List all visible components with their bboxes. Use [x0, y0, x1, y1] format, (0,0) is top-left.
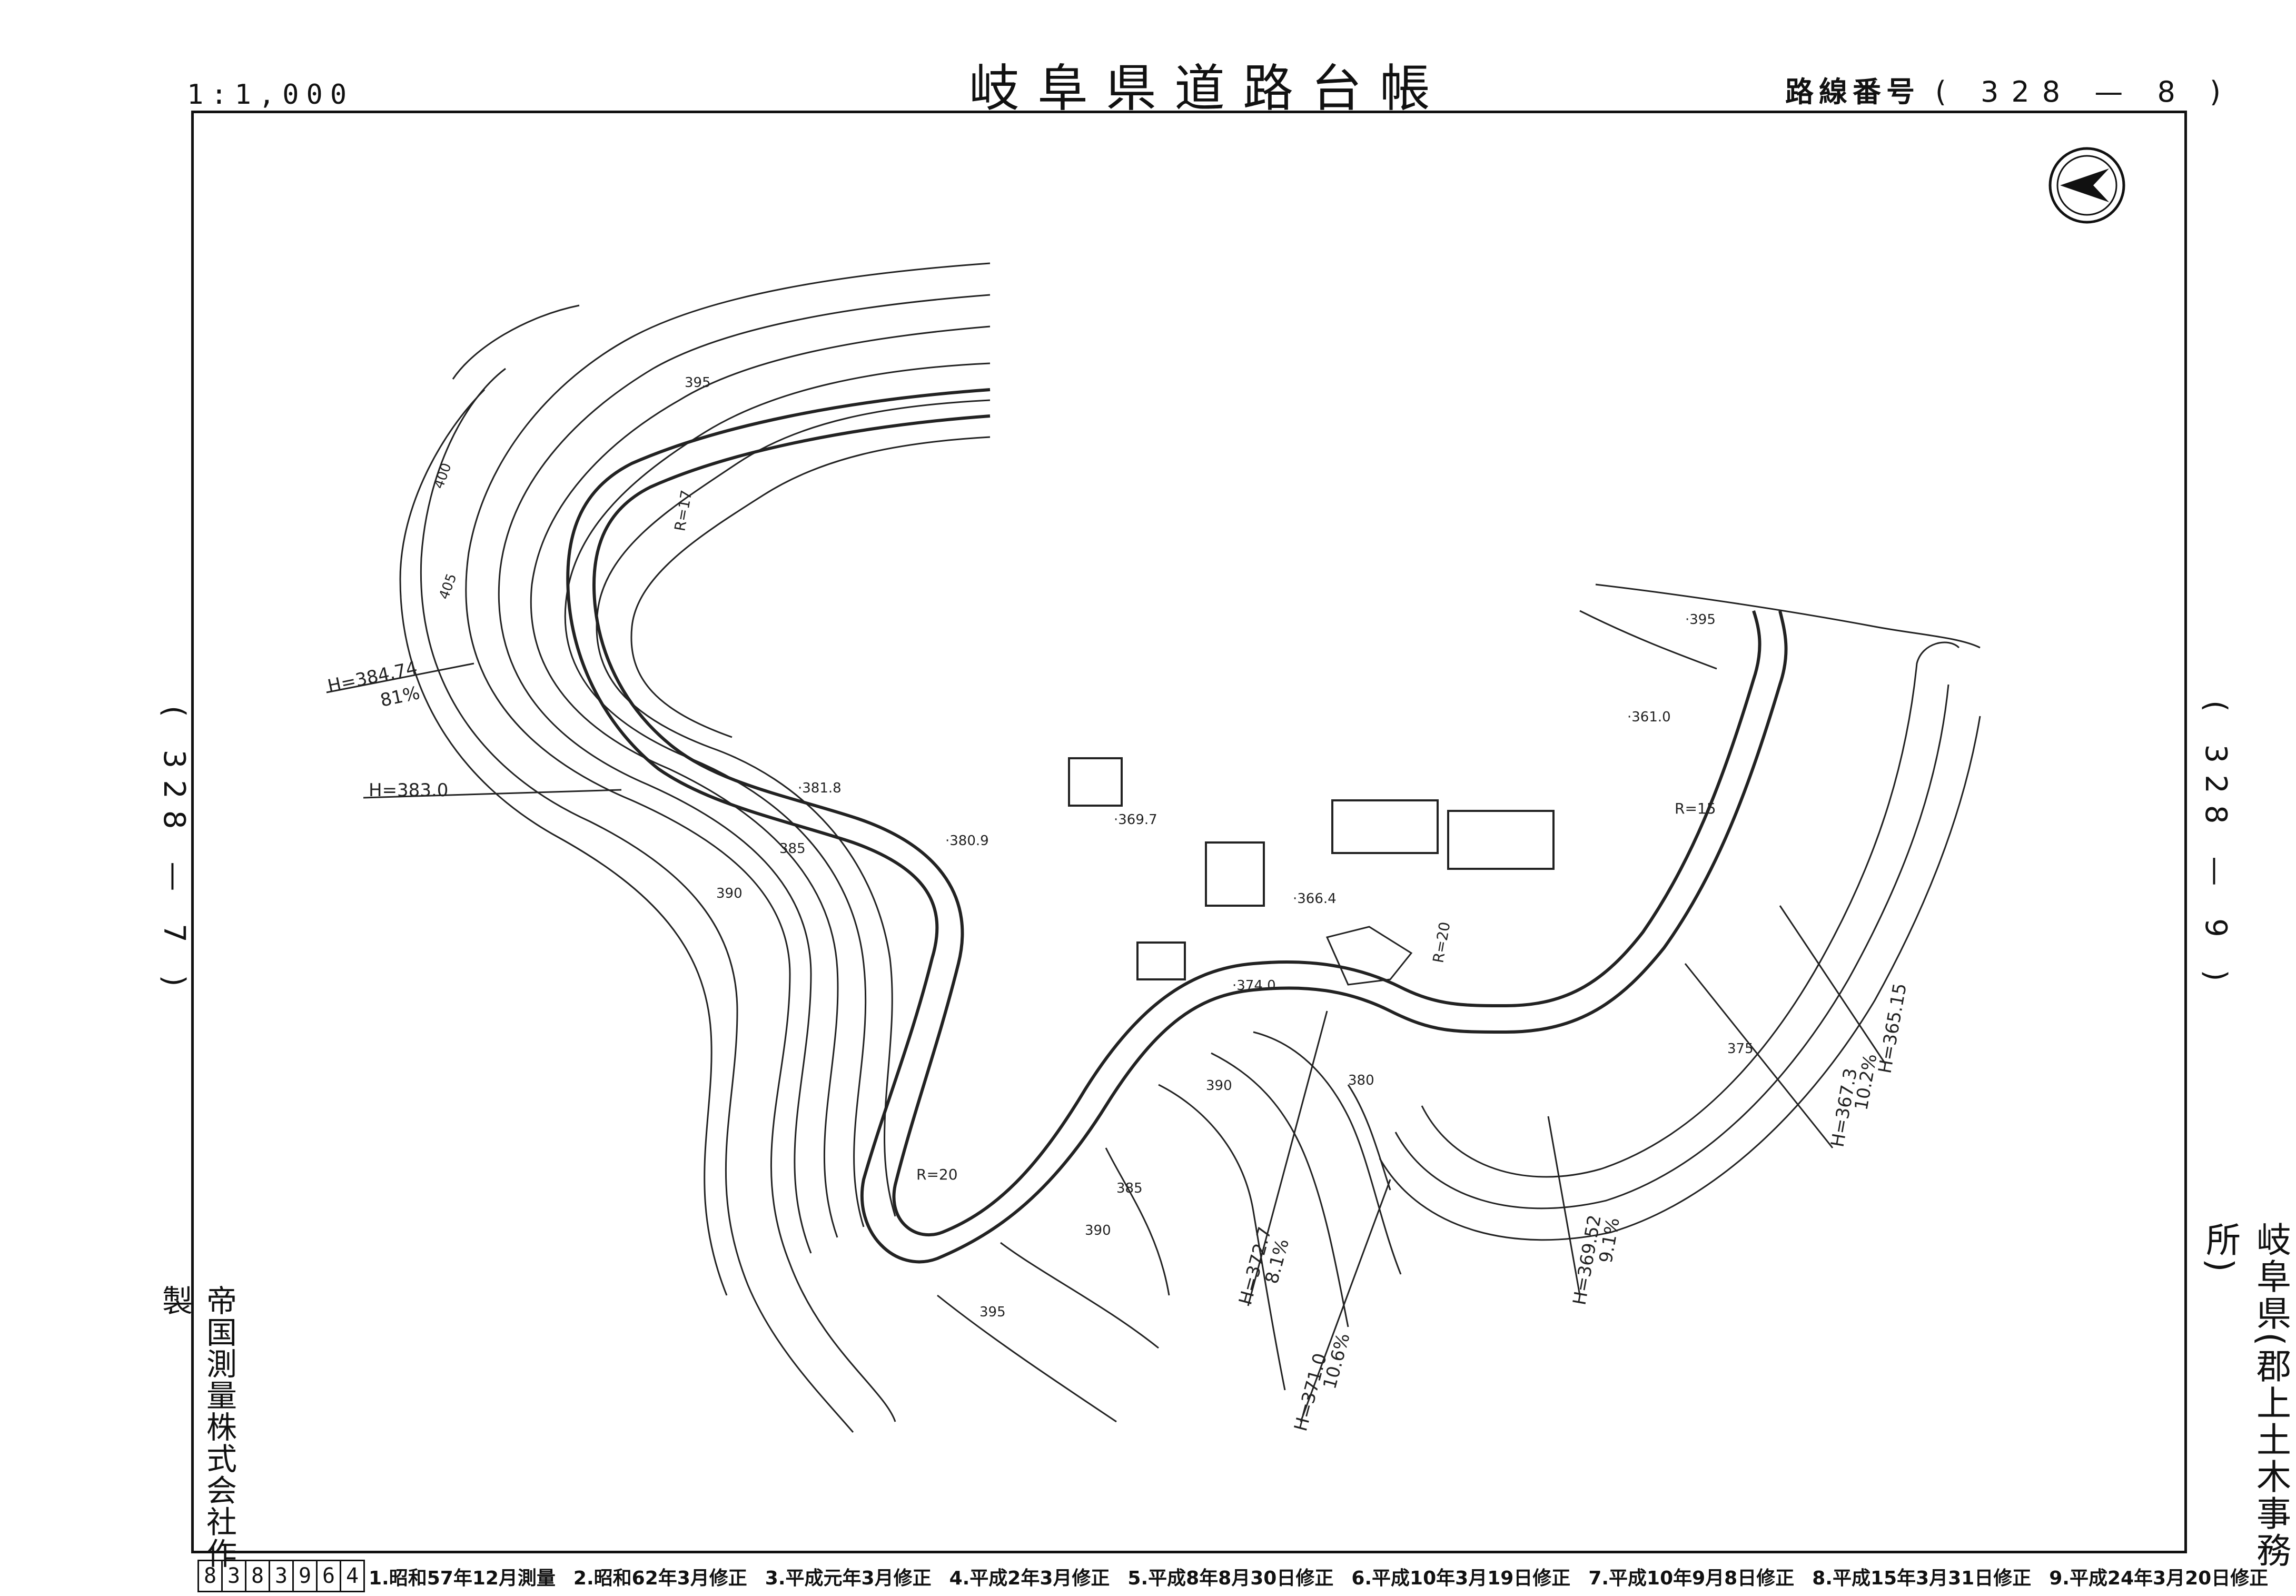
revision-history: 1.昭和57年12月測量 2.昭和62年3月修正 3.平成元年3月修正 4.平成… [369, 1563, 2268, 1590]
company-name: 帝国測量株式会社作製 [157, 1285, 237, 1569]
spot-height: ·369.7 [1114, 812, 1157, 828]
curve-label: R=15 [1675, 800, 1716, 817]
map-frame [191, 111, 2187, 1553]
revision-entry: 5.平成8年8月30日修正 [1127, 1568, 1334, 1589]
contour-label: 375 [1727, 1041, 1754, 1057]
contour-label: 405 [436, 571, 460, 601]
contour-label: 395 [979, 1304, 1006, 1320]
revision-entry: 4.平成2年3月修正 [949, 1568, 1110, 1589]
grade-label: 81% [379, 682, 422, 711]
adjacent-sheet-right: ( 328 — 9 ) [2199, 700, 2233, 993]
revision-entry: 3.平成元年3月修正 [765, 1568, 932, 1589]
curve-label: R=20 [1429, 920, 1453, 964]
elevation-label: H=365.15 [1874, 982, 1911, 1075]
contour-label: 380 [1348, 1073, 1374, 1088]
contour-label: 400 [431, 461, 454, 491]
reference-digit: 3 [223, 1561, 246, 1591]
reference-digit: 8 [246, 1561, 270, 1591]
contour-label: 395 [685, 375, 711, 391]
revision-entry: 1.昭和57年12月測量 [369, 1568, 556, 1589]
contour-label: 390 [1085, 1223, 1111, 1238]
contour-label: 390 [1206, 1078, 1232, 1094]
spot-height: ·395 [1685, 612, 1716, 628]
route-number: 路線番号 ( 328 — 8 ) [1785, 68, 2233, 110]
spot-height: ·361.0 [1627, 709, 1671, 725]
curve-label: R=20 [916, 1166, 958, 1183]
reference-digit: 3 [270, 1561, 294, 1591]
spot-height: ·380.9 [945, 833, 989, 849]
revision-entry: 8.平成15年3月31日修正 [1812, 1568, 2032, 1589]
contour-labels: 400 405 395 390 385 390 385 380 375 390 … [431, 375, 1753, 1320]
curve-label: R=17 [671, 489, 695, 532]
spot-heights: ·395 ·361.0 ·369.7 ·366.4 ·374.0 ·381.8 … [798, 612, 1716, 994]
spot-height: ·366.4 [1293, 891, 1337, 907]
revision-entry: 2.昭和62年3月修正 [573, 1568, 747, 1589]
revision-entry: 6.平成10年3月19日修正 [1351, 1568, 1571, 1589]
elevation-labels: H=384.74 81% H=383.0 H=372.7 8.1% H=371.… [326, 658, 1911, 1434]
map-scale: 1:1,000 [187, 79, 354, 111]
spot-height: ·374.0 [1232, 978, 1276, 994]
north-arrow-icon [2048, 147, 2125, 224]
page-title: 岐阜県道路台帳 [969, 59, 1448, 118]
spot-height: ·381.8 [798, 780, 842, 796]
reference-digit: 4 [345, 1564, 359, 1588]
route-label: 路線番号 [1785, 75, 1920, 108]
revision-entry: 7.平成10年9月8日修正 [1588, 1568, 1795, 1589]
reference-digit: 6 [318, 1561, 341, 1591]
revision-entry: 9.平成24年3月20日修正 [2049, 1568, 2269, 1589]
adjacent-sheet-left: ( 328 — 7 ) [157, 706, 191, 998]
route-number-value: ( 328 — 8 ) [1935, 75, 2234, 108]
office-name: 岐阜県(郡上土木事務所) [2200, 1222, 2291, 1569]
contour-label: 385 [779, 841, 806, 857]
contour-lines [326, 262, 1981, 1433]
reference-digit: 9 [294, 1561, 318, 1591]
reference-number: 8 3 8 3 9 6 4 [197, 1560, 365, 1592]
reference-digit: 8 [199, 1561, 223, 1591]
elevation-label: H=383.0 [369, 780, 448, 801]
contour-label: 385 [1116, 1181, 1143, 1196]
contour-label: 390 [716, 886, 743, 901]
